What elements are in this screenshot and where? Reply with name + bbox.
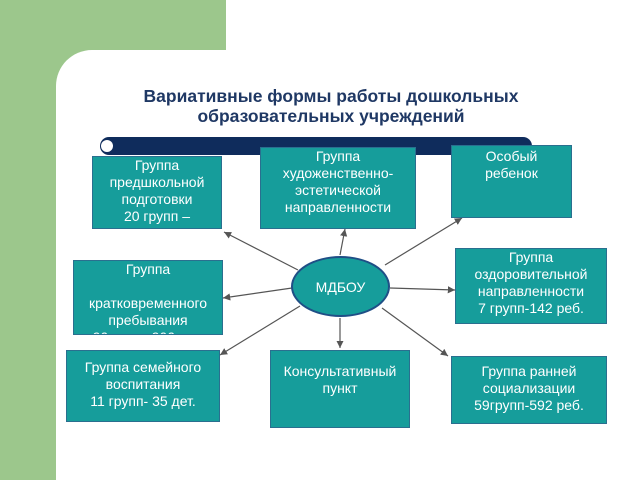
arrow-to-short-stay (222, 287, 293, 301)
box-preschool-group: Группа предшкольной подготовки 20 групп … (92, 156, 222, 229)
rule-dot (101, 140, 113, 152)
box-short-stay-group: Группа кратковременного пребывания 90 гр… (73, 260, 223, 335)
box-consult-point: Консультативный пункт (270, 350, 410, 428)
arrow-to-preschool (223, 231, 299, 271)
arrow-to-special (384, 217, 463, 266)
box-family-group: Группа семейного воспитания 11 групп- 35… (66, 350, 220, 422)
rounded-corner-decoration (56, 50, 226, 130)
page-title: Вариативные формы работы дошкольных обра… (143, 86, 519, 126)
box-health-group: Группа оздоровительной направленности 7 … (455, 248, 607, 324)
box-early-socialization: Группа ранней социализации 59групп-592 р… (451, 356, 607, 424)
center-node-mdbou: МДБОУ (291, 256, 390, 317)
arrow-to-art (339, 228, 348, 256)
arrow-to-family (219, 305, 301, 356)
arrow-to-health (389, 286, 456, 294)
title-rule-bar (100, 137, 532, 155)
side-decoration-band (0, 0, 56, 480)
box-special-child: Особый ребенок (451, 145, 572, 218)
arrow-to-early (381, 307, 449, 357)
box-art-group: Группа художенственно- эстетической напр… (260, 147, 416, 229)
